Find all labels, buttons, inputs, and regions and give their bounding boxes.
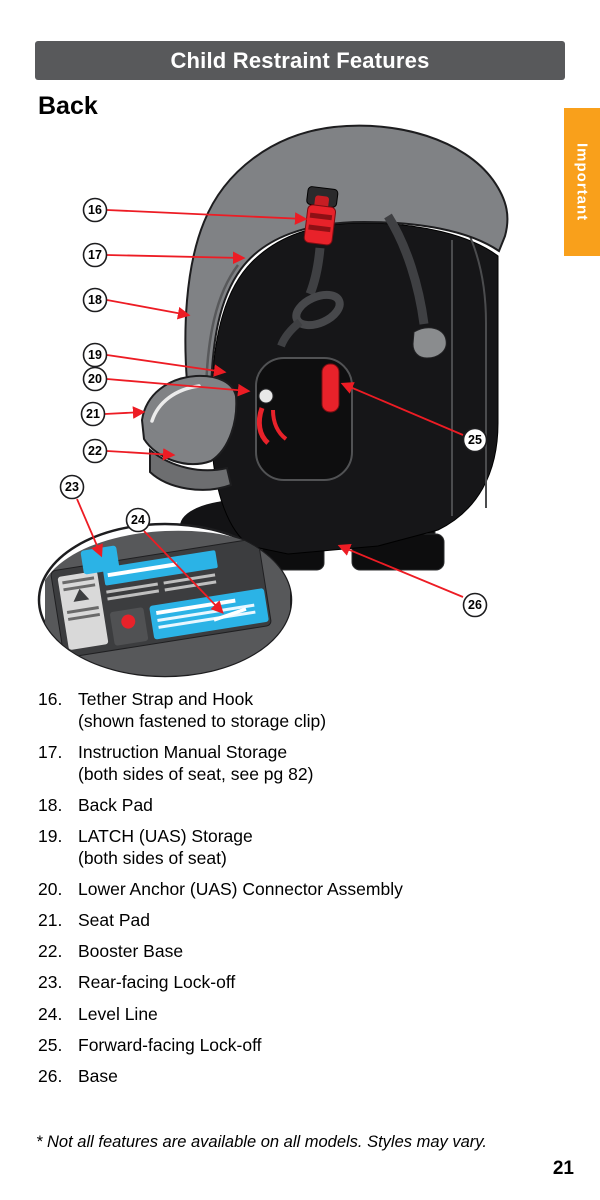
feature-number: 26. — [38, 1065, 63, 1086]
seat-shell — [184, 124, 509, 395]
feature-number: 24. — [38, 1003, 63, 1024]
seat-illustration — [140, 124, 509, 571]
feature-item: 24. Level Line — [38, 1003, 572, 1025]
tether-strap — [305, 247, 325, 296]
feature-item: 23. Rear-facing Lock-off — [38, 971, 572, 993]
svg-text:25: 25 — [468, 433, 482, 447]
feature-subtext: (both sides of seat) — [78, 848, 227, 869]
feature-number: 22. — [38, 941, 63, 962]
feature-item: 21. Seat Pad — [38, 909, 572, 931]
forward-facing-lockoff — [321, 363, 340, 413]
level-line — [213, 607, 247, 622]
feature-item: 19. LATCH (UAS) Storage (both sides of s… — [38, 825, 572, 869]
svg-text:22: 22 — [88, 444, 102, 458]
important-tab-label: Important — [573, 142, 591, 222]
feature-list: 16. Tether Strap and Hook (shown fastene… — [38, 688, 572, 1096]
footnote: * Not all features are available on all … — [36, 1133, 487, 1151]
feature-text: Booster Base — [78, 941, 184, 962]
feature-number: 19. — [38, 826, 63, 847]
callout-20: 20 — [82, 366, 108, 392]
svg-text:16: 16 — [88, 203, 102, 217]
feature-text: Back Pad — [78, 795, 153, 816]
feature-number: 17. — [38, 742, 63, 763]
feature-subtext: (shown fastened to storage clip) — [78, 711, 327, 732]
section-title: Back — [38, 92, 98, 120]
booster-base — [149, 447, 233, 491]
feature-number: 16. — [38, 689, 63, 709]
svg-text:19: 19 — [88, 348, 102, 362]
svg-text:24: 24 — [131, 513, 145, 527]
svg-text:21: 21 — [86, 407, 100, 421]
feature-text: Seat Pad — [78, 910, 150, 931]
feature-item: 22. Booster Base — [38, 940, 572, 962]
feature-number: 21. — [38, 910, 63, 931]
lower-anchor-connector — [258, 388, 274, 404]
callout-16: 16 — [82, 197, 108, 223]
important-tab: Important — [564, 108, 600, 256]
callout-26: 26 — [462, 592, 488, 618]
feature-number: 23. — [38, 972, 63, 993]
feature-number: 18. — [38, 795, 63, 816]
feature-text: Base — [78, 1065, 118, 1086]
callout-24: 24 — [125, 507, 151, 533]
callout-22: 22 — [82, 438, 108, 464]
feature-item: 16. Tether Strap and Hook (shown fastene… — [38, 688, 572, 732]
callout-21: 21 — [80, 401, 106, 427]
svg-text:18: 18 — [88, 293, 102, 307]
callout-25: 25 — [462, 427, 488, 453]
tether-hook — [303, 186, 339, 246]
feature-text: Instruction Manual Storage — [78, 742, 288, 763]
feature-item: 18. Back Pad — [38, 794, 572, 816]
callout-19: 19 — [82, 342, 108, 368]
feature-text: LATCH (UAS) Storage — [78, 826, 253, 847]
svg-text:20: 20 — [88, 372, 102, 386]
feature-item: 20. Lower Anchor (UAS) Connector Assembl… — [38, 878, 572, 900]
svg-text:23: 23 — [65, 480, 79, 494]
page-title: Child Restraint Features — [170, 47, 430, 73]
callout-23: 23 — [59, 474, 85, 500]
feature-text: Forward-facing Lock-off — [78, 1034, 262, 1055]
car-seat-diagram: 16 17 18 19 20 21 — [37, 124, 509, 678]
feature-text: Level Line — [78, 1003, 158, 1024]
label-inset — [37, 522, 293, 678]
feature-text: Rear-facing Lock-off — [78, 972, 236, 993]
feature-text: Tether Strap and Hook — [78, 689, 254, 709]
leader-lines — [76, 209, 464, 614]
callout-17: 17 — [82, 242, 108, 268]
diagram-area: 16 17 18 19 20 21 — [0, 118, 600, 683]
feature-subtext: (both sides of seat, see pg 82) — [78, 764, 314, 785]
svg-text:17: 17 — [88, 248, 102, 262]
svg-text:26: 26 — [468, 598, 482, 612]
feature-text: Lower Anchor (UAS) Connector Assembly — [78, 879, 403, 900]
callout-18: 18 — [82, 287, 108, 313]
strap-hook — [412, 327, 447, 359]
rear-facing-lockoff — [80, 545, 120, 575]
seat-pad-wing — [140, 374, 238, 465]
header-bar: Child Restraint Features — [35, 41, 565, 80]
feature-number: 25. — [38, 1034, 63, 1055]
feature-item: 17. Instruction Manual Storage (both sid… — [38, 741, 572, 785]
feature-number: 20. — [38, 879, 63, 900]
feature-item: 25. Forward-facing Lock-off — [38, 1034, 572, 1056]
feature-item: 26. Base — [38, 1065, 572, 1087]
page-number: 21 — [552, 1158, 574, 1179]
